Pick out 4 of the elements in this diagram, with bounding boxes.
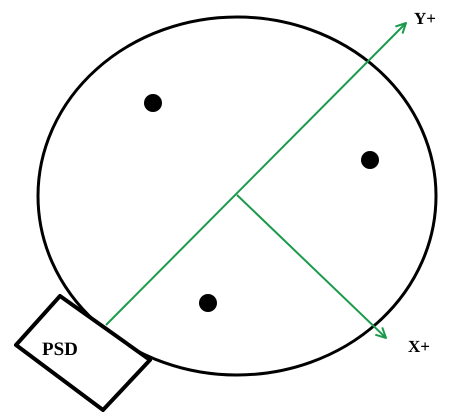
sensor-label: PSD [42,340,78,360]
sensor-box [14,294,152,412]
axis-label: Y+ [414,10,436,28]
axis-label: X+ [408,338,430,356]
